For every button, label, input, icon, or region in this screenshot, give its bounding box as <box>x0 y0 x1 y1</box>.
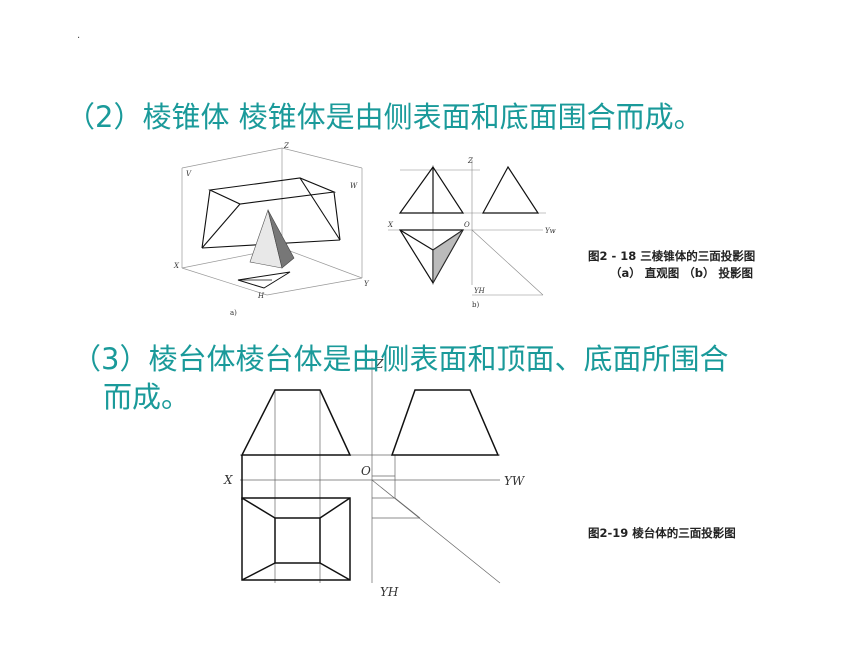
corner-dot: . <box>77 30 81 41</box>
label-X-right: X <box>387 221 394 229</box>
label-V: V <box>186 170 192 178</box>
figure-frustum-projection: Z X O YW YH <box>223 357 526 599</box>
label-Yw-right: Yw <box>545 227 556 235</box>
label-Y: Y <box>364 280 370 288</box>
caption-fig-2-19: 图2-19 棱台体的三面投影图 <box>588 526 736 540</box>
heading-frustum-line1: （3）棱台体棱台体是由侧表面和顶面、底面所围合 <box>72 342 729 376</box>
caption-fig-2-18-sub: （a） 直观图 （b） 投影图 <box>610 266 754 280</box>
label-Yh: YH <box>380 585 399 599</box>
label-Yw: YW <box>504 474 526 488</box>
label-Z-right: Z <box>467 157 473 165</box>
label-X: X <box>223 473 233 487</box>
label-O: O <box>361 464 371 478</box>
heading-pyramid: （2）棱锥体 棱锥体是由侧表面和底面围合而成。 <box>66 100 703 134</box>
label-X-left: X <box>173 262 180 270</box>
label-O-right: O <box>464 221 470 229</box>
label-Yh-right: YH <box>474 287 486 295</box>
label-a: a) <box>230 309 237 317</box>
label-W: W <box>350 182 358 190</box>
label-Z: Z <box>374 357 384 371</box>
figure-pyramid-isometric: V W Z X H Y a) <box>173 142 370 317</box>
figure-pyramid-projection: Z X O Yw YH b) <box>387 157 556 309</box>
label-H: H <box>257 292 265 300</box>
label-Z-left: Z <box>283 142 289 150</box>
caption-fig-2-18-title: 图2 - 18 三棱锥体的三面投影图 <box>588 249 756 263</box>
heading-frustum-line2: 而成。 <box>103 380 191 414</box>
label-b: b) <box>472 301 479 309</box>
